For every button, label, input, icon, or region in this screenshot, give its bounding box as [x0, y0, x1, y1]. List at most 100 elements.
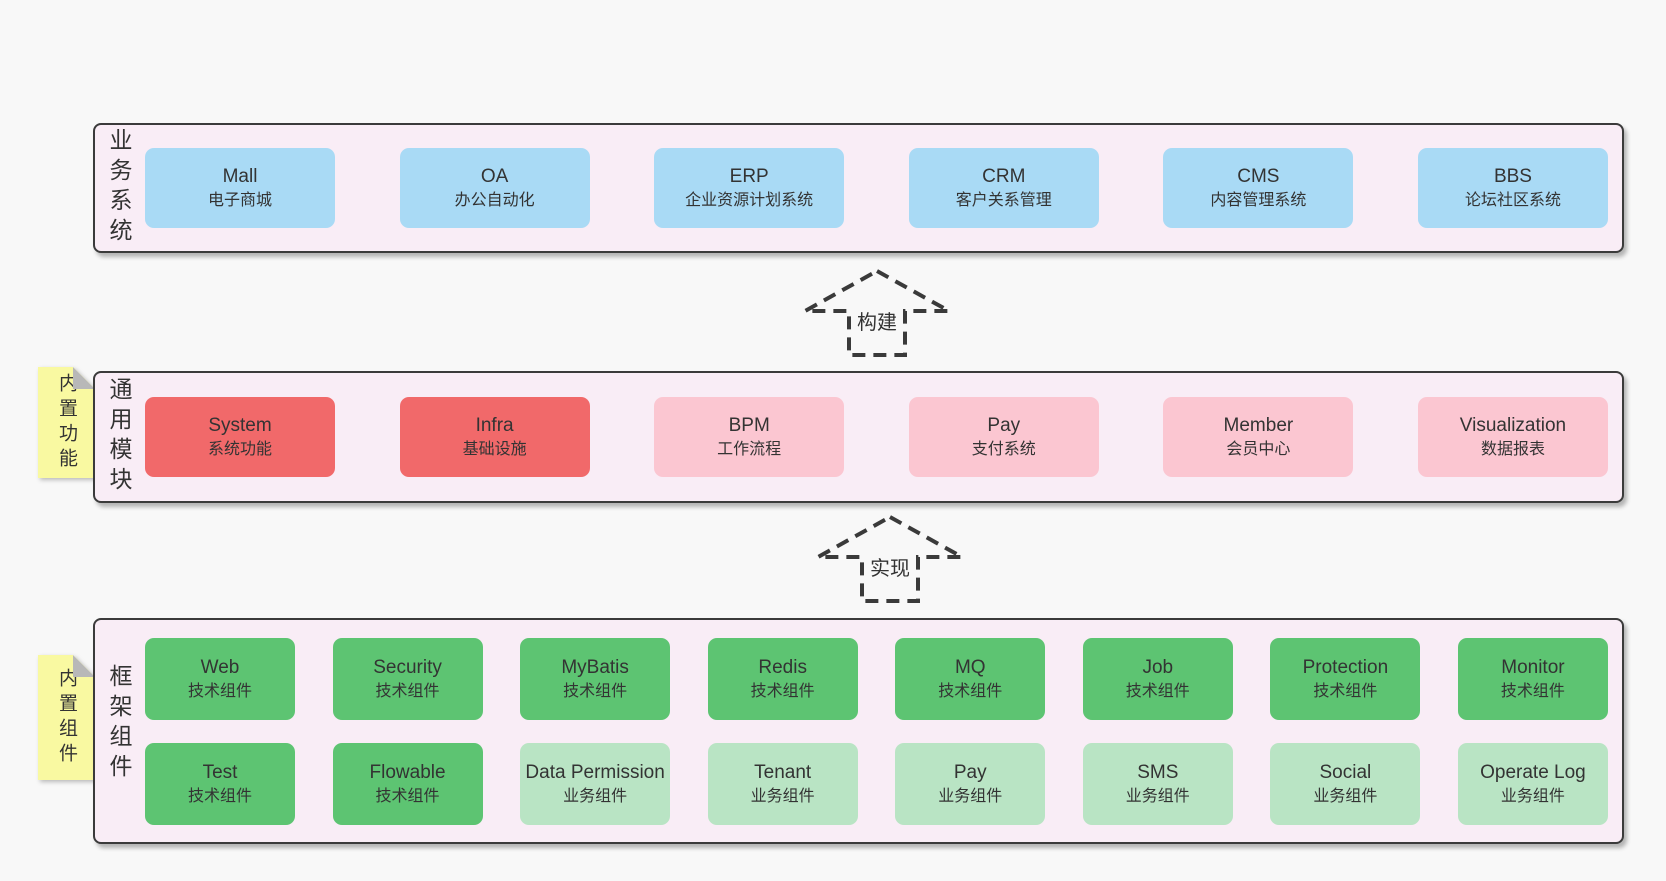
box-title: Web	[200, 656, 240, 678]
build-arrow: 构建	[802, 268, 952, 358]
box-title: Tenant	[754, 761, 812, 783]
sticky-label: 内置功能	[56, 372, 77, 473]
folded-corner-icon	[73, 655, 95, 677]
box-subtitle: 会员中心	[1226, 441, 1291, 459]
folded-corner-icon	[73, 367, 95, 389]
box-visualization: Visualization 数据报表	[1417, 397, 1608, 477]
box-subtitle: 基础设施	[462, 441, 527, 459]
box-title: Mall	[222, 166, 258, 188]
box-title: ERP	[729, 166, 769, 188]
box-bbs: BBS 论坛社区系统	[1417, 148, 1608, 228]
build-arrow-label: 构建	[854, 311, 900, 335]
implement-arrow-label: 实现	[867, 557, 913, 581]
box-operate-log: Operate Log 业务组件	[1457, 742, 1608, 825]
box-title: BPM	[728, 415, 770, 437]
box-subtitle: 业务组件	[563, 787, 628, 805]
box-crm: CRM 客户关系管理	[908, 148, 1099, 228]
box-sms: SMS 业务组件	[1082, 742, 1233, 825]
box-title: CRM	[982, 166, 1026, 188]
box-subtitle: 技术组件	[563, 682, 628, 700]
up-arrow-icon	[815, 514, 965, 603]
box-mq: MQ 技术组件	[895, 637, 1046, 720]
box-subtitle: 客户关系管理	[955, 192, 1052, 210]
box-social: Social 业务组件	[1270, 742, 1421, 825]
box-title: BBS	[1493, 166, 1532, 188]
box-mybatis: MyBatis 技术组件	[520, 637, 671, 720]
band-common-modules: 通用模块 System 系统功能 Infra 基础设施 BPM 工作流程 Pay…	[93, 371, 1624, 503]
box-title: CMS	[1237, 166, 1280, 188]
box-subtitle: 业务组件	[1313, 787, 1378, 805]
up-arrow-icon	[802, 268, 952, 357]
box-title: MQ	[954, 656, 986, 678]
box-subtitle: 企业资源计划系统	[685, 192, 814, 210]
box-title: Visualization	[1459, 415, 1567, 437]
box-subtitle: 数据报表	[1480, 441, 1545, 459]
band-label-business: 业务系统	[106, 128, 132, 248]
box-member: Member 会员中心	[1163, 397, 1354, 477]
box-redis: Redis 技术组件	[707, 637, 858, 720]
box-subtitle: 办公自动化	[454, 192, 535, 210]
box-title: Infra	[475, 415, 514, 437]
box-subtitle: 技术组件	[1500, 682, 1565, 700]
box-title: MyBatis	[561, 656, 629, 678]
box-subtitle: 技术组件	[1313, 682, 1378, 700]
box-subtitle: 内容管理系统	[1210, 192, 1307, 210]
box-subtitle: 业务组件	[938, 787, 1003, 805]
box-subtitle: 技术组件	[375, 682, 440, 700]
band-framework-components: 框架组件 Web 技术组件 Security 技术组件 MyBatis 技术组件…	[93, 618, 1624, 844]
box-subtitle: 系统功能	[207, 441, 272, 459]
box-title: Redis	[758, 656, 807, 678]
box-subtitle: 技术组件	[1125, 682, 1190, 700]
box-pay-biz: Pay 业务组件	[895, 742, 1046, 825]
band-label-components: 框架组件	[106, 664, 132, 785]
box-subtitle: 技术组件	[375, 787, 440, 805]
box-subtitle: 工作流程	[717, 441, 782, 459]
sticky-label: 内置组件	[56, 667, 77, 768]
box-title: Job	[1142, 656, 1174, 678]
box-pay: Pay 支付系统	[908, 397, 1099, 477]
box-subtitle: 论坛社区系统	[1464, 192, 1561, 210]
box-title: Protection	[1302, 656, 1389, 678]
box-protection: Protection 技术组件	[1270, 637, 1421, 720]
box-title: SMS	[1137, 761, 1179, 783]
sticky-note-builtin-features: 内置功能	[38, 367, 95, 478]
box-title: Security	[373, 656, 442, 678]
box-subtitle: 技术组件	[750, 682, 815, 700]
box-infra: Infra 基础设施	[399, 397, 590, 477]
box-job: Job 技术组件	[1082, 637, 1233, 720]
box-subtitle: 业务组件	[1500, 787, 1565, 805]
box-mall: Mall 电子商城	[145, 148, 335, 228]
band-label-modules: 通用模块	[106, 377, 132, 497]
box-system: System 系统功能	[145, 397, 335, 477]
box-web: Web 技术组件	[145, 637, 295, 720]
box-cms: CMS 内容管理系统	[1163, 148, 1354, 228]
sticky-note-builtin-components: 内置组件	[38, 655, 95, 780]
box-title: OA	[480, 166, 509, 188]
box-flowable: Flowable 技术组件	[332, 742, 483, 825]
box-monitor: Monitor 技术组件	[1457, 637, 1608, 720]
box-title: Social	[1319, 761, 1372, 783]
box-title: Member	[1223, 415, 1294, 437]
box-title: Flowable	[369, 761, 446, 783]
box-subtitle: 电子商城	[207, 192, 272, 210]
box-subtitle: 业务组件	[750, 787, 815, 805]
box-title: System	[208, 415, 272, 437]
box-subtitle: 技术组件	[187, 682, 252, 700]
box-title: Pay	[953, 761, 987, 783]
box-title: Data Permission	[525, 761, 665, 783]
box-security: Security 技术组件	[332, 637, 483, 720]
band-business-systems: 业务系统 Mall 电子商城 OA 办公自动化 ERP 企业资源计划系统 CRM…	[93, 123, 1624, 253]
box-title: Operate Log	[1480, 761, 1586, 783]
box-tenant: Tenant 业务组件	[707, 742, 858, 825]
box-erp: ERP 企业资源计划系统	[654, 148, 845, 228]
box-subtitle: 技术组件	[187, 787, 252, 805]
box-bpm: BPM 工作流程	[654, 397, 845, 477]
implement-arrow: 实现	[815, 514, 965, 604]
box-test: Test 技术组件	[145, 742, 295, 825]
box-title: Monitor	[1501, 656, 1565, 678]
box-title: Test	[202, 761, 238, 783]
box-subtitle: 支付系统	[971, 441, 1036, 459]
box-data-permission: Data Permission 业务组件	[520, 742, 671, 825]
box-subtitle: 技术组件	[938, 682, 1003, 700]
box-title: Pay	[987, 415, 1021, 437]
